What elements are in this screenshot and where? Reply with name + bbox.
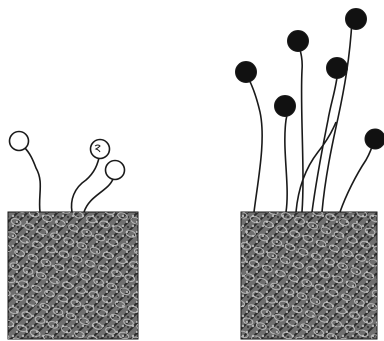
filled-head-circle: [346, 9, 367, 30]
right-strands: [246, 20, 374, 212]
filled-head-circle: [327, 58, 348, 79]
right-strand: [246, 74, 262, 212]
right-textured-block: [241, 212, 377, 339]
open-head-circle: [10, 132, 29, 151]
right-strand: [340, 140, 374, 212]
left-heads: [10, 132, 125, 180]
left-textured-block: [8, 212, 138, 339]
right-group: [236, 9, 384, 340]
filled-head-circle: [365, 129, 384, 149]
open-head-circle: [91, 140, 110, 159]
right-strand: [322, 20, 352, 212]
right-heads: [236, 9, 384, 150]
left-group: [8, 132, 138, 340]
filled-head-circle: [288, 31, 309, 52]
open-head-circle: [106, 161, 125, 180]
filled-head-circle: [275, 96, 296, 117]
right-strand: [285, 106, 287, 212]
left-strand: [72, 153, 100, 212]
filled-head-circle: [236, 62, 257, 83]
left-strand: [24, 147, 40, 212]
